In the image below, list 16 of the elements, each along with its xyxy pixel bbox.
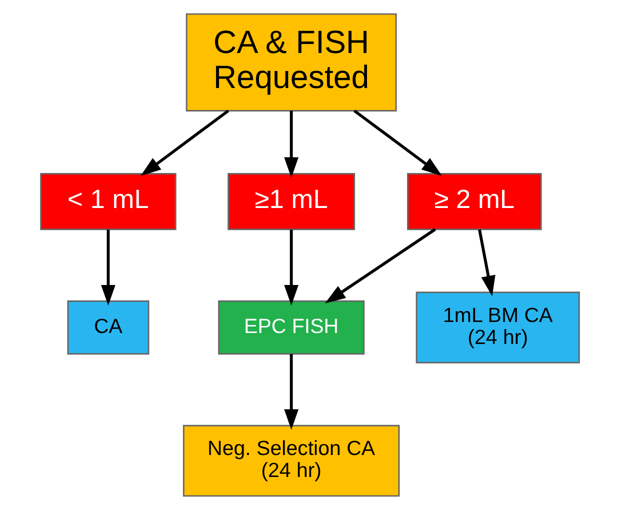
- node-box: CA & FISH Requested: [186, 13, 397, 112]
- arrow: [284, 230, 299, 306]
- node-box: < 1 mL: [40, 172, 176, 230]
- node-box: Neg. Selection CA (24 hr): [182, 424, 400, 497]
- arrow: [353, 110, 442, 176]
- node-box: CA: [67, 300, 150, 355]
- node-box: 1mL BM CA (24 hr): [416, 292, 580, 364]
- node-box: ≥ 2 mL: [407, 172, 542, 230]
- arrow: [324, 228, 436, 304]
- node-box: ≥1 mL: [228, 172, 356, 230]
- arrow: [284, 110, 299, 178]
- arrow: [101, 230, 116, 306]
- arrow: [284, 354, 299, 430]
- node-box: EPC FISH: [218, 300, 365, 355]
- arrow: [140, 110, 230, 176]
- arrow: [478, 229, 496, 296]
